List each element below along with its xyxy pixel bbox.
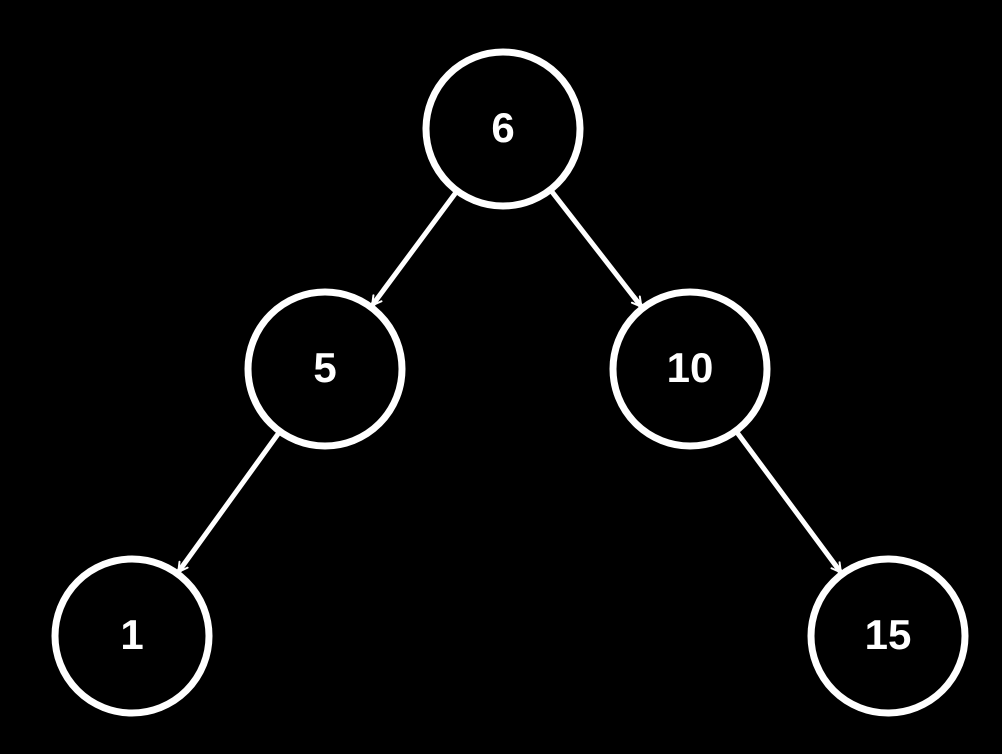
nodes-layer: 6 5 10 1 15 bbox=[51, 48, 969, 717]
node-circle bbox=[609, 288, 771, 450]
tree-node-15: 15 bbox=[807, 555, 969, 717]
tree-node-1: 1 bbox=[51, 555, 213, 717]
node-label: 10 bbox=[667, 344, 714, 391]
node-label: 6 bbox=[491, 104, 514, 151]
edges-layer bbox=[175, 188, 844, 575]
node-circle bbox=[807, 555, 969, 717]
node-label: 15 bbox=[865, 611, 912, 658]
node-circle bbox=[51, 555, 213, 717]
tree-node-6: 6 bbox=[422, 48, 584, 210]
tree-node-5: 5 bbox=[244, 288, 406, 450]
edge-arrow-6-to-5 bbox=[369, 190, 459, 308]
node-circle bbox=[422, 48, 584, 210]
edge-arrow-6-to-10 bbox=[549, 188, 644, 310]
node-circle bbox=[244, 288, 406, 450]
node-label: 1 bbox=[120, 611, 143, 658]
tree-node-10: 10 bbox=[609, 288, 771, 450]
edge-arrow-5-to-1 bbox=[175, 430, 282, 575]
node-label: 5 bbox=[313, 344, 336, 391]
edge-arrow-10-to-15 bbox=[734, 430, 844, 575]
